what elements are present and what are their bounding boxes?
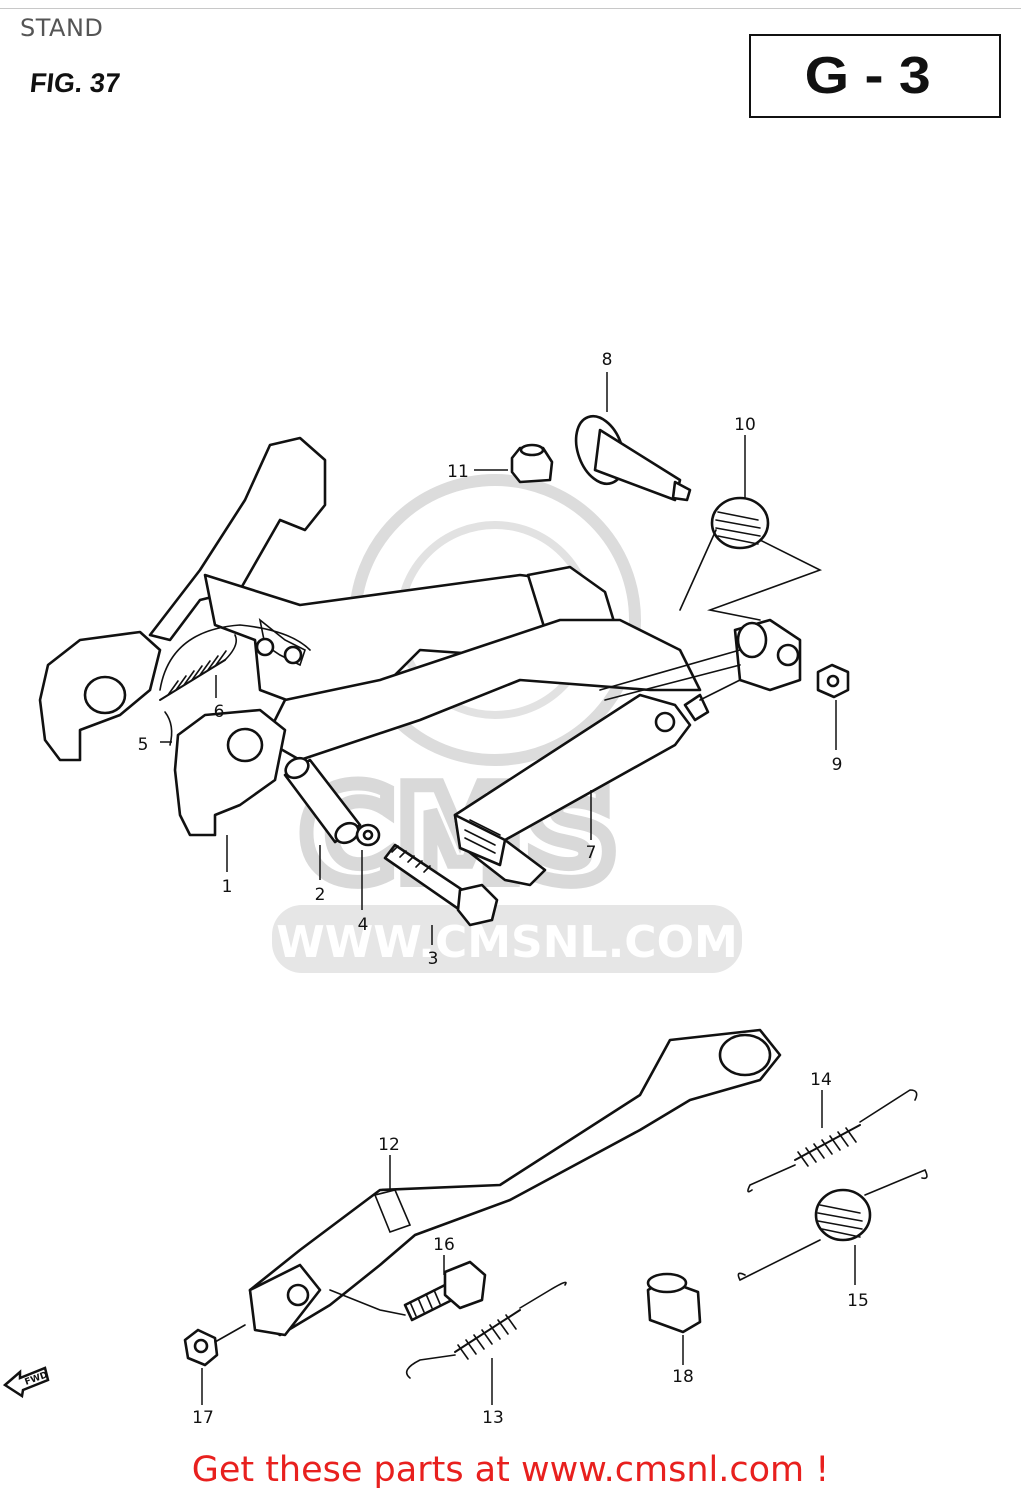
top-rule [0, 8, 1021, 9]
nut-17 [183, 1324, 246, 1367]
pivot-bolt [383, 843, 499, 927]
callout-6: 6 [214, 702, 225, 722]
stand-spring-small [159, 634, 238, 701]
side-stand-leg [248, 1028, 782, 1337]
pivot-shaft [574, 414, 692, 502]
stand-spring-14 [747, 1089, 918, 1193]
callout-13: 13 [482, 1408, 504, 1428]
callout-11: 11 [447, 462, 469, 482]
return-spring-10 [679, 496, 823, 621]
exploded-parts-diagram: CMS WWW.CMSNL.COM [2, 350, 928, 1428]
spacer-pipe [283, 756, 362, 845]
group-code: G-3 [804, 47, 946, 105]
callout-12: 12 [378, 1135, 400, 1155]
washer [355, 823, 381, 847]
callout-17: 17 [192, 1408, 214, 1428]
stand-spring-15 [737, 1168, 928, 1282]
callout-14: 14 [810, 1070, 832, 1090]
stand-spring-13 [405, 1281, 567, 1379]
retaining-pin [164, 711, 173, 746]
forward-direction-marker: FWD [2, 1366, 50, 1399]
callout-18: 18 [672, 1367, 694, 1387]
watermark-url-plate [272, 905, 742, 973]
callout-5: 5 [138, 735, 149, 755]
rubber-cap [510, 443, 554, 484]
callout-9: 9 [832, 755, 843, 775]
get-parts-link[interactable]: Get these parts at www.cmsnl.com ! [191, 1450, 830, 1490]
stand-bolt [403, 1260, 487, 1322]
stand-lever-arm [453, 693, 710, 887]
callout-4: 4 [358, 915, 369, 935]
pivot-bracket [599, 618, 802, 701]
callout-10: 10 [734, 415, 756, 435]
bushing [646, 1272, 702, 1334]
main-stand-frame [38, 436, 702, 837]
section-title: STAND [20, 14, 104, 42]
callout-1: 1 [222, 877, 233, 897]
callout-16: 16 [433, 1235, 455, 1255]
watermark-url: WWW.CMSNL.COM [276, 917, 738, 968]
group-code-box: G-3 [749, 34, 1001, 118]
callout-8: 8 [602, 350, 613, 370]
nut-9 [816, 663, 850, 699]
leader-lines [160, 372, 856, 1405]
callout-3: 3 [428, 949, 439, 969]
callout-15: 15 [847, 1291, 869, 1311]
callout-7: 7 [586, 843, 597, 863]
callout-2: 2 [315, 885, 326, 905]
